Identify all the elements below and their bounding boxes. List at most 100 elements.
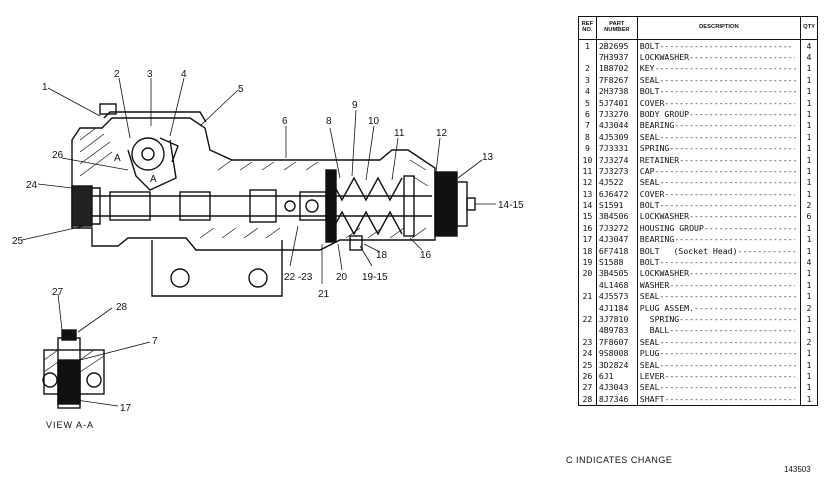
- description-text: SEAL: [639, 131, 660, 142]
- description-text: PLUG ASSEM.: [639, 302, 695, 313]
- cell-ref-no: [578, 301, 597, 314]
- cell-description: SPRING----------------------------------…: [636, 142, 802, 154]
- callout-17: 17: [120, 403, 132, 414]
- cell-part-number: 7F8267: [595, 74, 638, 86]
- description-text: COVER: [639, 97, 665, 108]
- cell-description: KEY-------------------------------------…: [636, 62, 802, 75]
- cell-part-number: 6J6472: [595, 188, 638, 200]
- table-row: 288J7346SHAFT---------------------------…: [578, 393, 818, 406]
- description-text: RETAINER: [639, 154, 680, 165]
- table-row: 136J6472COVER---------------------------…: [578, 188, 818, 200]
- cell-description: SEAL------------------------------------…: [636, 176, 802, 189]
- table-row: 4B9783 BALL-----------------------------…: [578, 324, 818, 337]
- cell-ref-no: 19: [578, 256, 597, 268]
- callout-7: 7: [152, 336, 158, 347]
- cell-ref-no: 16: [578, 222, 597, 234]
- dot-leader: ----------------------------------------…: [659, 360, 796, 369]
- dot-leader: ----------------------------------------…: [654, 166, 796, 176]
- cell-description: SEAL------------------------------------…: [636, 74, 802, 86]
- callout-21: 21: [318, 289, 330, 300]
- cell-description: SHAFT-----------------------------------…: [636, 393, 802, 406]
- dot-leader: ----------------------------------------…: [664, 98, 795, 107]
- table-row: 37F8267SEAL-----------------------------…: [578, 74, 818, 86]
- change-indicator-note: C INDICATES CHANGE: [566, 455, 673, 465]
- description-text: HOUSING GROUP: [639, 222, 704, 233]
- cell-ref-no: 14: [578, 199, 597, 211]
- cell-qty: 2: [800, 301, 818, 314]
- dot-leader: ----------------------------------------…: [664, 394, 795, 403]
- cell-ref-no: 13: [578, 188, 597, 200]
- dot-leader: ----------------------------------------…: [679, 314, 796, 324]
- dot-leader: ----------------------------------------…: [659, 201, 796, 210]
- cell-ref-no: 10: [578, 153, 597, 166]
- dot-leader: ----------------------------------------…: [659, 178, 796, 187]
- dot-leader: ----------------------------------------…: [659, 87, 796, 96]
- cell-description: LEVER-----------------------------------…: [636, 370, 802, 382]
- description-text: LEVER: [639, 370, 665, 381]
- cell-ref-no: 18: [578, 245, 597, 257]
- description-text: BOLT: [639, 245, 660, 256]
- cell-qty: 1: [800, 108, 818, 120]
- description-text: BEARING: [639, 120, 675, 131]
- plug: [71, 185, 93, 227]
- description-text: BODY GROUP: [639, 108, 690, 119]
- dot-leader: ----------------------------------------…: [659, 258, 796, 267]
- cell-qty: 1: [800, 85, 818, 97]
- cell-part-number: 2B2695: [595, 39, 638, 52]
- cell-description: BOLT------------------------------------…: [636, 199, 802, 211]
- cell-ref-no: 9: [578, 142, 597, 154]
- cell-ref-no: 15: [578, 210, 597, 223]
- cell-description: BOLT(Socket Head)-----------------------…: [636, 245, 802, 257]
- cell-qty: 1: [800, 119, 818, 132]
- table-row: 274J3043SEAL----------------------------…: [578, 381, 818, 394]
- cell-qty: 1: [800, 62, 818, 75]
- cell-description: PLUG------------------------------------…: [636, 347, 802, 359]
- description-text: COVER: [639, 188, 665, 199]
- dot-leader: ----------------------------------------…: [659, 41, 791, 50]
- dot-leader: ----------------------------------------…: [659, 292, 796, 301]
- cell-description: BOLT------------------------------------…: [636, 85, 802, 97]
- cell-description: BALL------------------------------------…: [636, 324, 802, 337]
- dot-leader: ----------------------------------------…: [703, 223, 796, 233]
- cell-ref-no: 6: [578, 108, 597, 120]
- cell-part-number: 3B4506: [595, 210, 638, 223]
- callout-22-23: 22 -23: [284, 272, 313, 283]
- cell-part-number: 7J3274: [595, 153, 638, 166]
- cell-ref-no: 28: [578, 393, 597, 406]
- view-a-a-label: VIEW A-A: [46, 420, 94, 430]
- cell-qty: 1: [800, 358, 818, 371]
- cell-qty: 1: [800, 279, 818, 291]
- cell-description: BODY GROUP------------------------------…: [636, 108, 802, 120]
- table-row: 266J1LEVER------------------------------…: [578, 370, 818, 382]
- cell-part-number: 5J7401: [595, 96, 638, 109]
- cell-part-number: 4J5309: [595, 131, 638, 143]
- callout-25: 25: [12, 236, 24, 247]
- cell-ref-no: 11: [578, 165, 597, 177]
- description-text: SEAL: [639, 74, 660, 85]
- table-row: 14S1591BOLT-----------------------------…: [578, 199, 818, 211]
- table-row: 249S8008PLUG----------------------------…: [578, 347, 818, 359]
- dot-leader: ----------------------------------------…: [659, 337, 796, 346]
- description-text: SHAFT: [639, 393, 665, 404]
- header-ref-no: REF NO.: [578, 16, 597, 40]
- header-qty: QTY: [800, 16, 818, 40]
- dot-leader: ----------------------------------------…: [659, 132, 796, 141]
- cell-description: BEARING---------------------------------…: [636, 233, 802, 246]
- cell-qty: 2: [800, 199, 818, 211]
- callout-18: 18: [376, 250, 388, 261]
- drawing-number: 143503: [784, 465, 811, 474]
- callout-5: 5: [238, 84, 244, 95]
- cell-description: BEARING---------------------------------…: [636, 119, 802, 132]
- cell-part-number: S1591: [595, 199, 638, 211]
- callout-8: 8: [326, 116, 332, 127]
- table-header-row: REF NO. PART NUMBER DESCRIPTION QTY: [578, 16, 818, 40]
- callout-1: 1: [42, 82, 48, 93]
- callout-2: 2: [114, 69, 120, 80]
- cell-ref-no: 25: [578, 358, 597, 371]
- callout-28: 28: [116, 302, 128, 313]
- parts-list-table: REF NO. PART NUMBER DESCRIPTION QTY 1 2B2…: [578, 16, 818, 406]
- callout-24: 24: [26, 180, 38, 191]
- table-row: 19S1588BOLT-----------------------------…: [578, 256, 818, 268]
- cell-description: SEAL------------------------------------…: [636, 358, 802, 371]
